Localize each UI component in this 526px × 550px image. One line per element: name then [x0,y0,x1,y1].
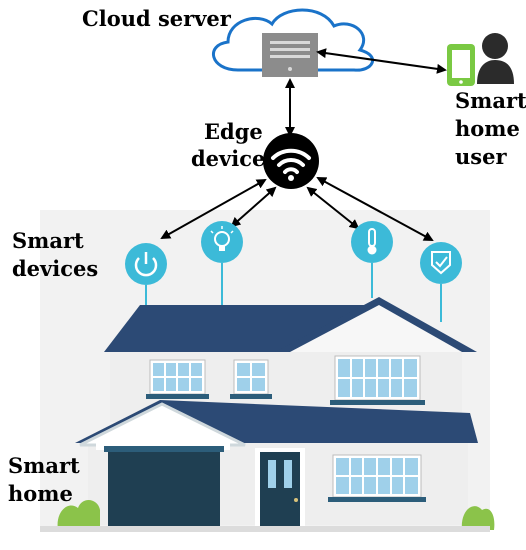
edge-device-label-line2: device [191,146,266,171]
server-icon [262,33,318,77]
front-door [255,448,305,526]
smart-home-user-label-line1: Smart [455,88,526,113]
arrow-edge-device-4 [316,177,434,241]
cloud-server-label: Cloud server [82,6,231,31]
lightbulb-icon [201,221,243,263]
garage-door [104,446,224,526]
house-illustration [40,297,495,532]
thermometer-icon [351,221,393,263]
smart-home-user-label-line2: home [455,116,520,141]
edge-device-label-line1: Edge [204,119,263,144]
smart-devices-label-line1: Smart [12,228,84,253]
window-upper-2 [230,359,272,399]
smart-home-label-line2: home [8,481,73,506]
bush-right [461,506,495,530]
arrow-server-user [316,48,447,74]
arrow-edge-device-2 [230,186,277,228]
smart-home-label-line1: Smart [8,453,80,478]
smart-devices-label-line2: devices [12,256,99,281]
smart-home-user-label-line3: user [455,144,507,169]
window-upper-1 [146,359,209,399]
smartphone-icon [447,44,475,86]
power-icon [125,243,167,285]
window-upper-3 [330,355,425,405]
shield-check-icon [420,242,462,284]
window-lower [328,454,426,502]
wifi-icon [263,133,319,189]
user-icon [477,33,514,84]
bush-left [57,499,100,530]
